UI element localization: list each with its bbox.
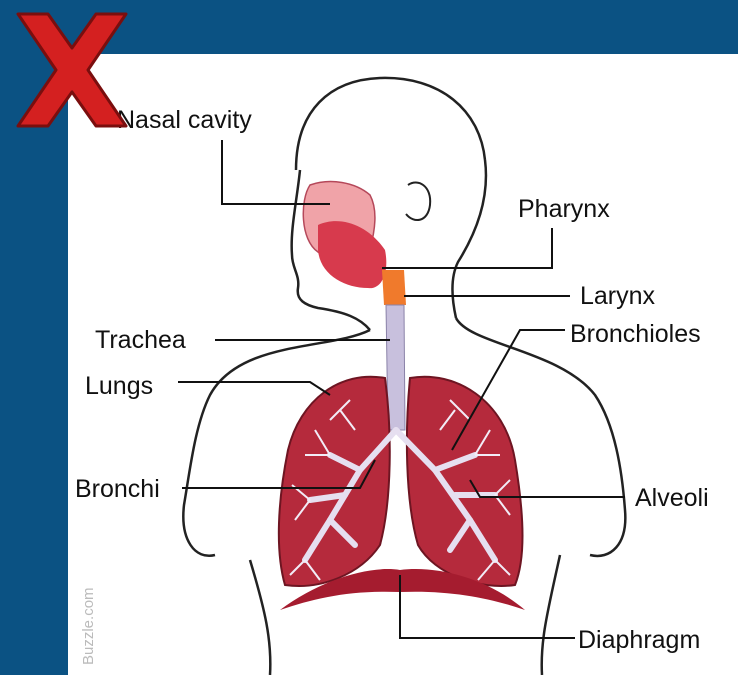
- label-pharynx: Pharynx: [518, 195, 610, 223]
- watermark: Buzzle.com: [80, 587, 97, 665]
- label-lungs: Lungs: [85, 372, 153, 400]
- label-bronchioles: Bronchioles: [570, 320, 701, 348]
- body-outline: [183, 78, 625, 675]
- label-alveoli: Alveoli: [635, 484, 709, 512]
- left-lung-shape: [279, 377, 390, 586]
- label-diaphragm: Diaphragm: [578, 626, 700, 654]
- larynx-shape: [382, 270, 406, 305]
- right-lung-shape: [407, 377, 523, 586]
- label-bronchi: Bronchi: [75, 475, 160, 503]
- x-icon: [18, 14, 126, 126]
- label-trachea: Trachea: [95, 326, 186, 354]
- label-larynx: Larynx: [580, 282, 656, 310]
- label-nasal-cavity: Nasal cavity: [117, 106, 252, 134]
